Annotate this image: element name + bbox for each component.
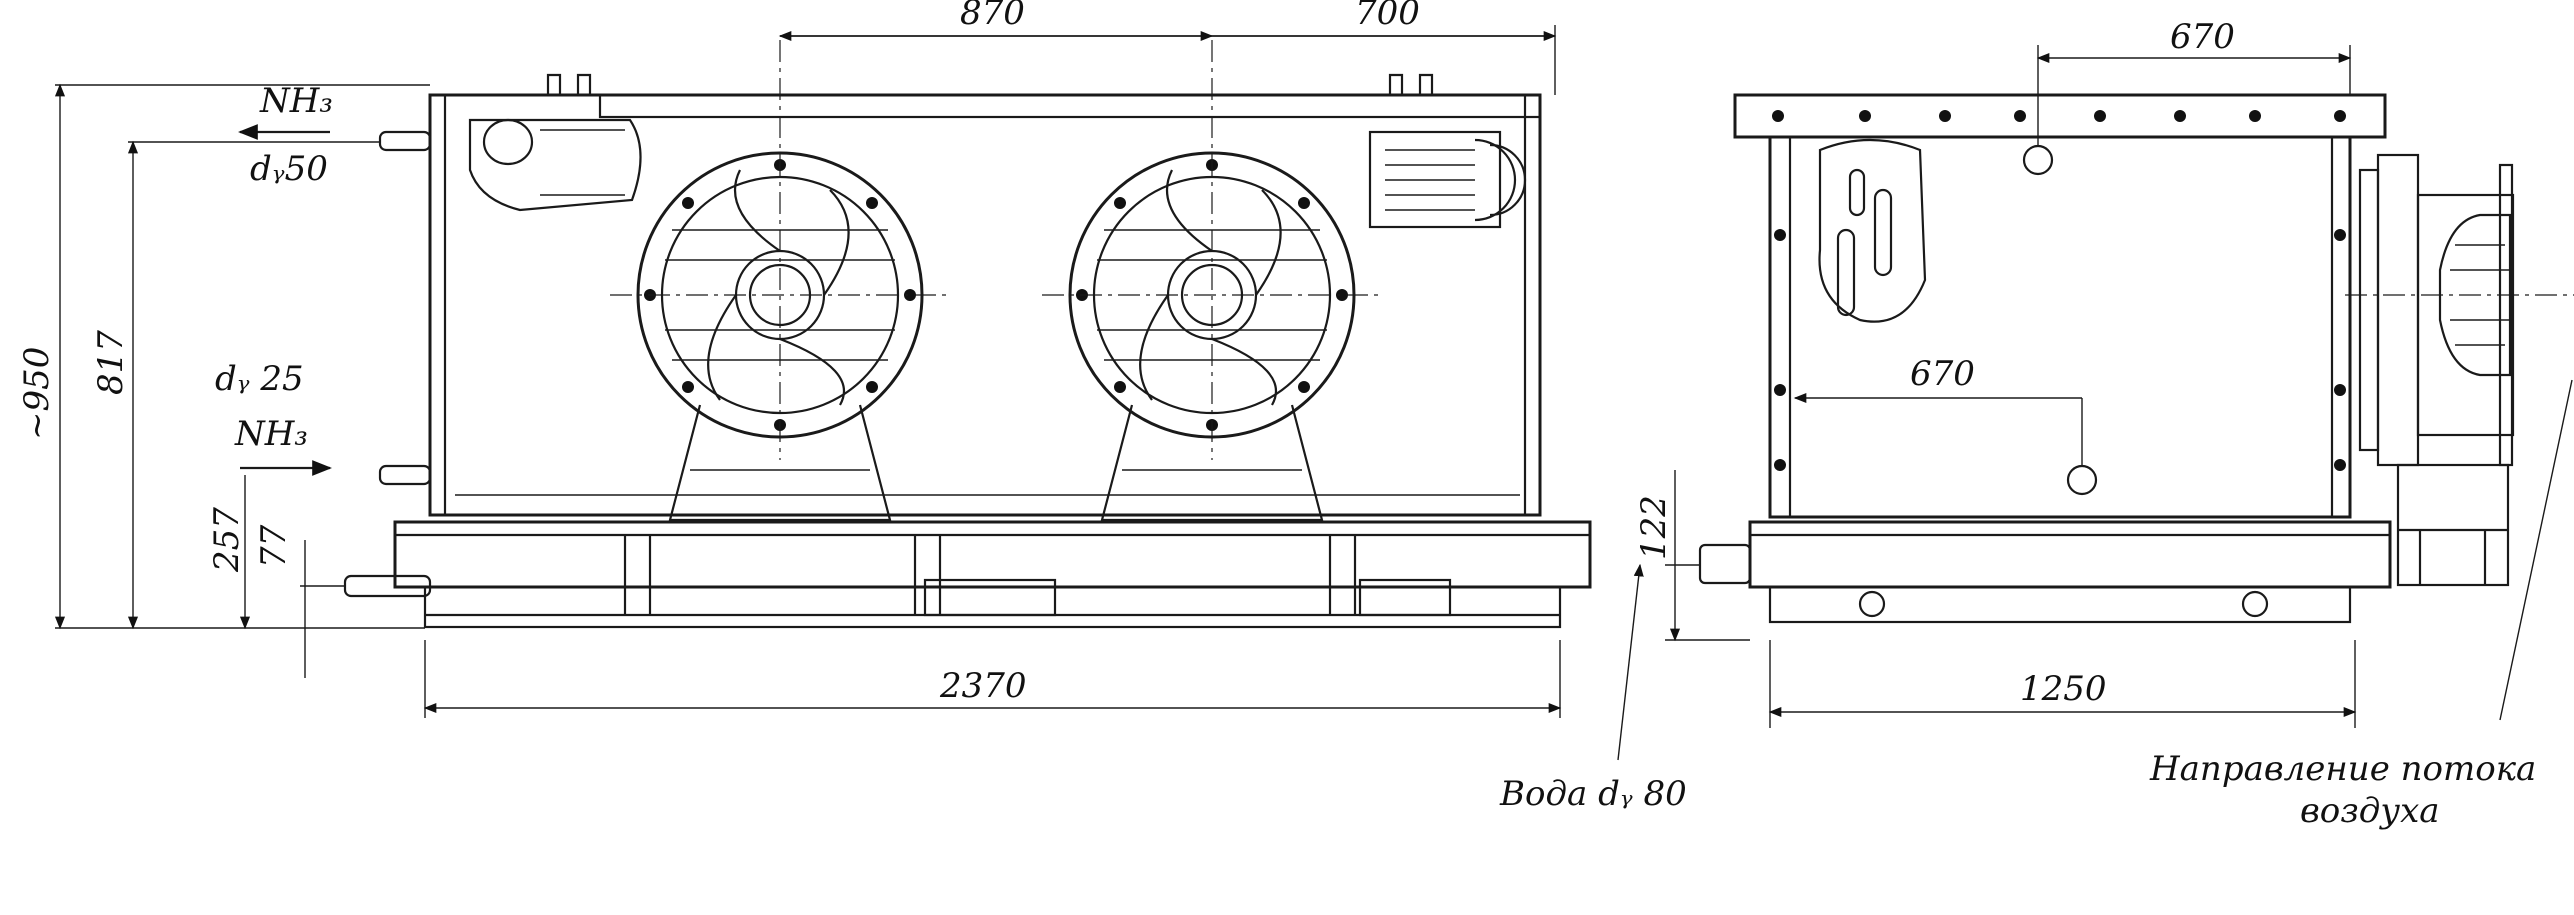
side-view: [1698, 93, 2574, 624]
dim-side-670-top: 670: [2170, 17, 2235, 57]
label-dy25: dᵧ 25: [215, 359, 304, 399]
label-nh3-top: NH₃: [259, 81, 333, 121]
dim-side-122: 122: [1634, 495, 1674, 560]
dim-257: 257: [207, 507, 247, 573]
coil-pack: [1368, 130, 1527, 229]
dim-700: 700: [1355, 0, 1420, 33]
front-dimensions: 870 700 ~950 817 257 77 2370 NH₃ dᵧ50 dᵧ…: [17, 0, 1562, 718]
callout-airflow-line1: Направление потока: [2149, 749, 2536, 789]
front-base: [393, 520, 1592, 589]
dim-77: 77: [254, 524, 294, 568]
dim-950: ~950: [17, 347, 57, 440]
dim-side-1250: 1250: [2020, 669, 2107, 709]
front-casing: [428, 93, 1542, 517]
label-dy50: dᵧ50: [250, 149, 328, 189]
dim-870: 870: [960, 0, 1025, 33]
label-nh3-bottom: NH₃: [234, 414, 308, 454]
dim-side-670-middle: 670: [1910, 354, 1975, 394]
callout-airflow-line2: воздуха: [2300, 791, 2440, 831]
front-view: [343, 40, 1592, 629]
side-dimensions: 670 670 122 1250 Вода dᵧ 80 Направление …: [1499, 17, 2573, 831]
dim-2370: 2370: [939, 666, 1027, 706]
callout-water: Вода dᵧ 80: [1499, 774, 1687, 814]
side-casing: [1768, 135, 2352, 519]
dim-817: 817: [91, 330, 131, 395]
side-top-rail: [1733, 93, 2387, 139]
side-base: [1748, 520, 2392, 589]
side-fan-motor: [2358, 153, 2515, 587]
